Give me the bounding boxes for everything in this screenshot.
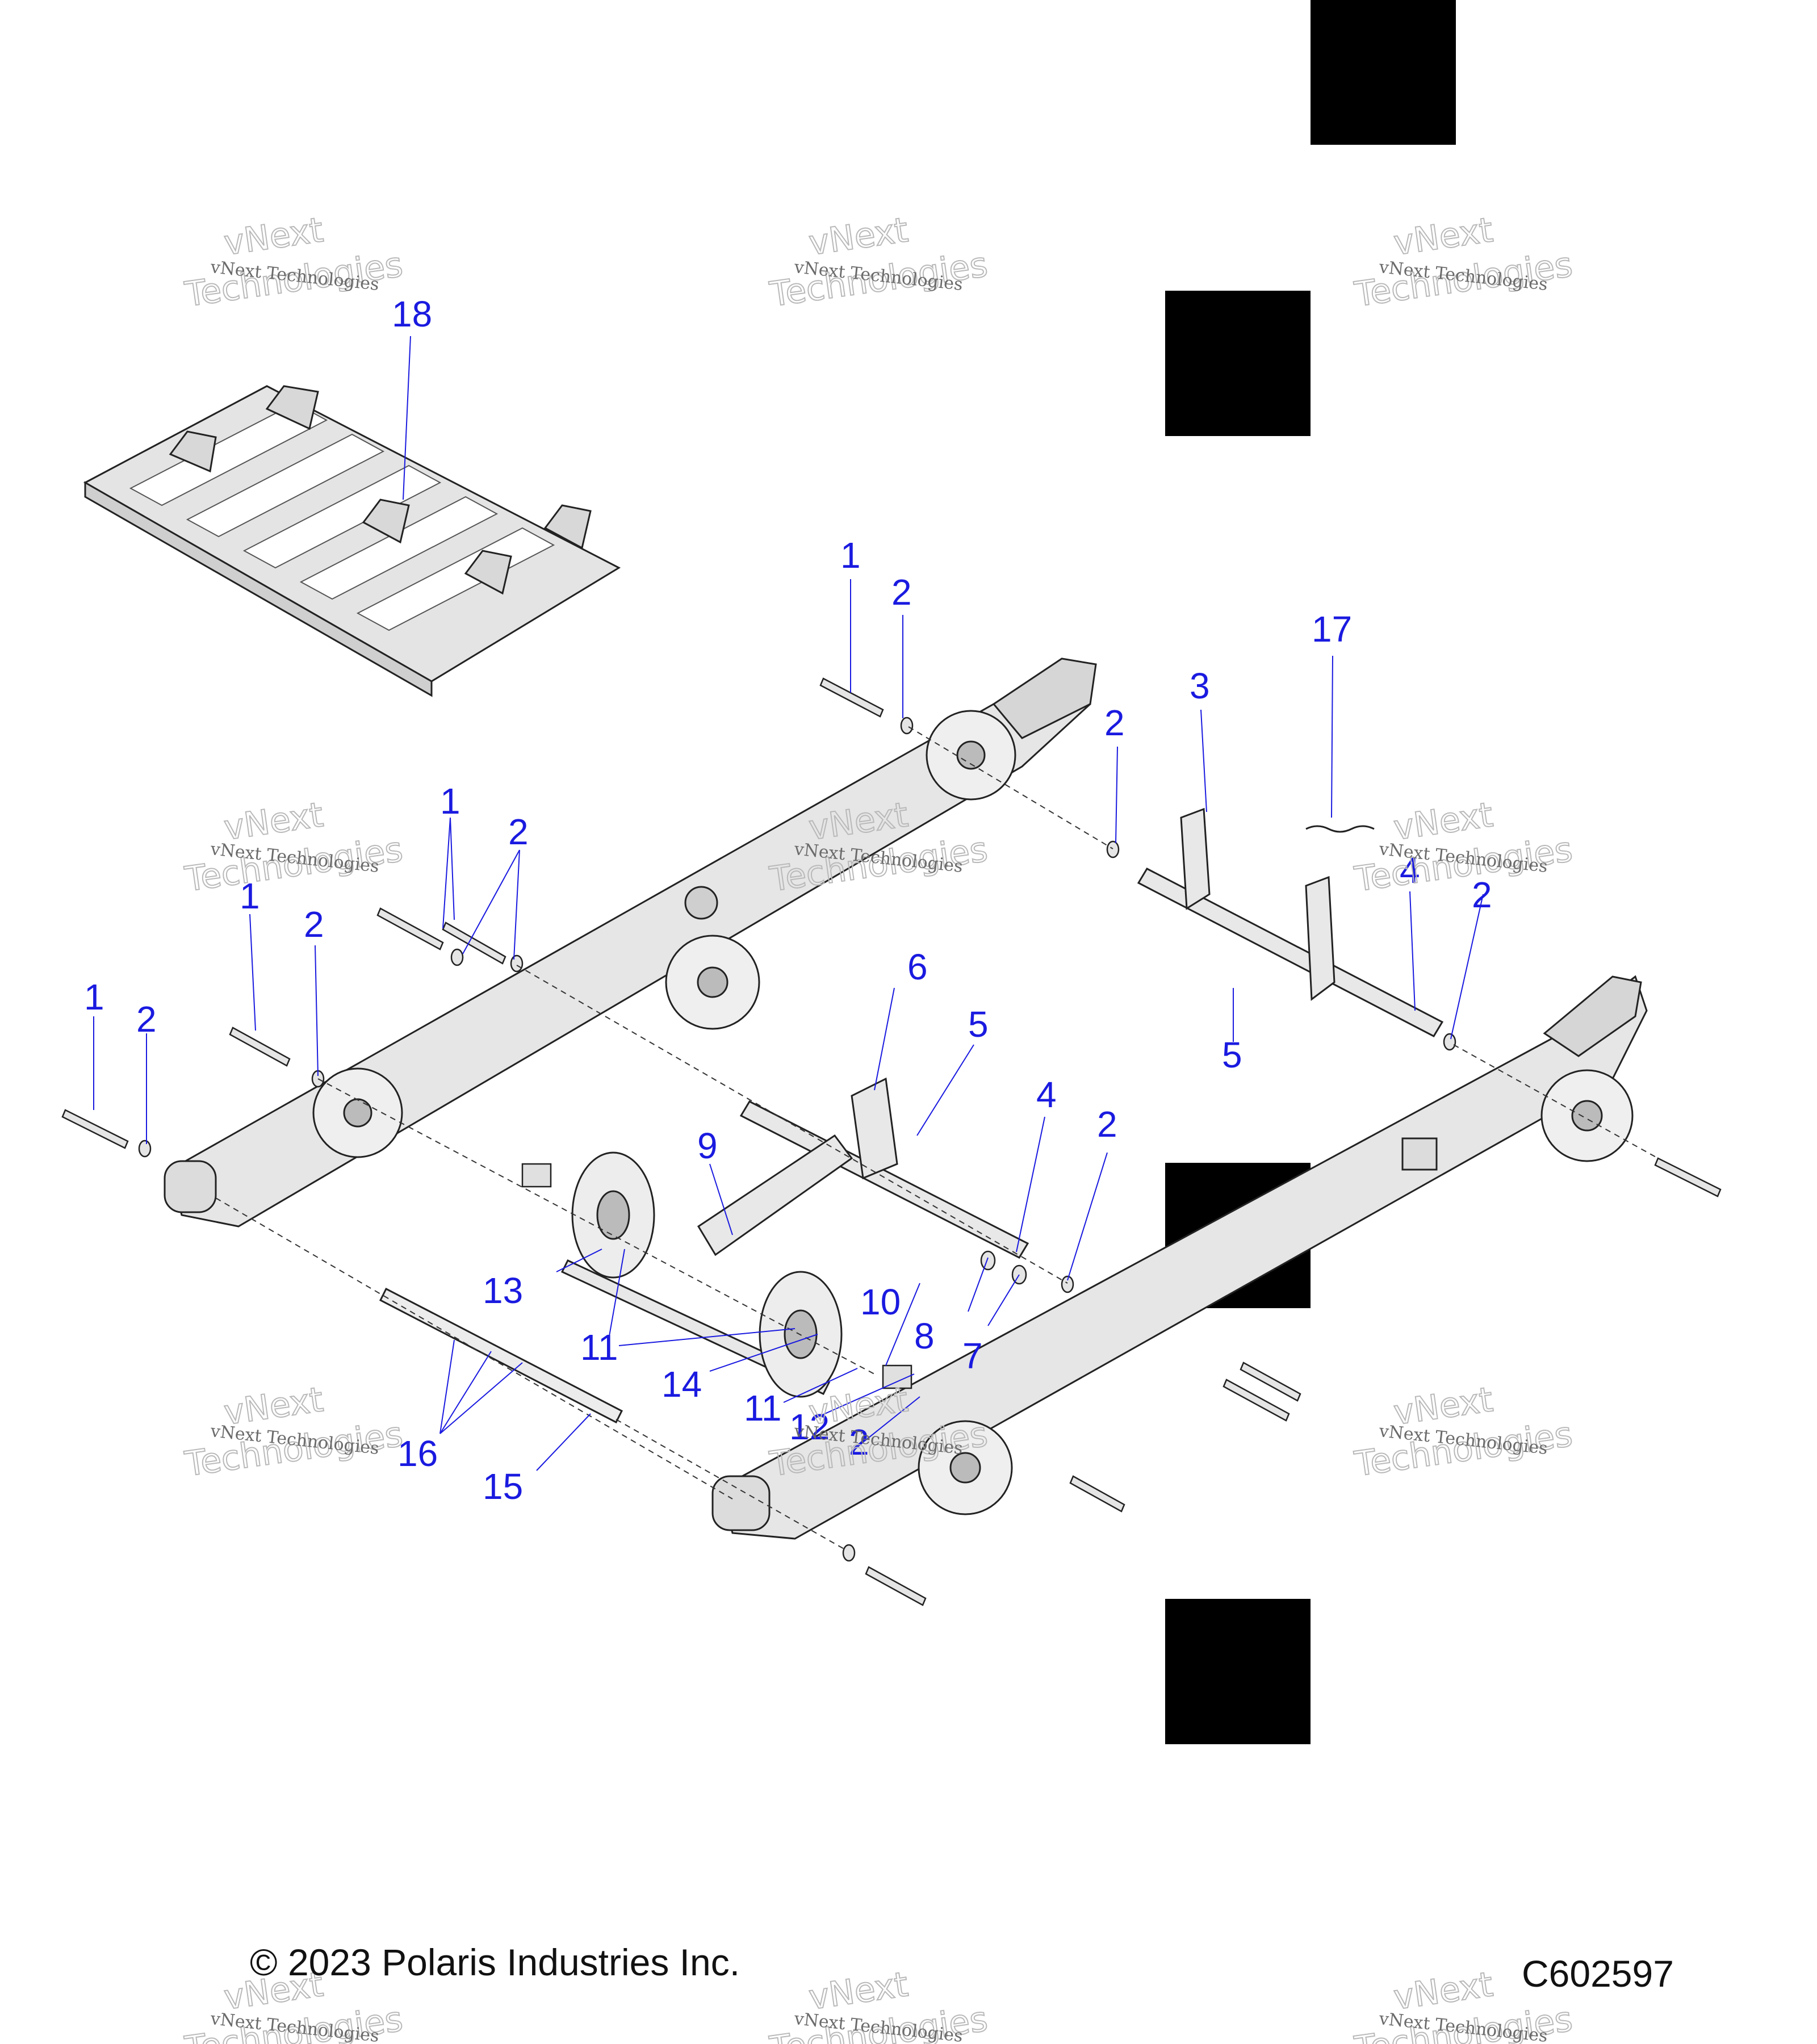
fasteners [61,677,1722,1606]
right-rail-part [711,975,1648,1540]
callout-8: 8 [914,1316,935,1356]
front-shaft-part [379,1287,623,1424]
callout-7: 7 [962,1335,983,1376]
callout-1: 1 [84,977,104,1017]
watermark-big-top: vNext [806,210,910,263]
left-rail-part [164,657,1097,1228]
callout-11: 11 [580,1327,618,1368]
watermark-big-top: vNext [806,1965,910,2018]
callout-18: 18 [392,294,432,334]
callout-16: 16 [397,1433,438,1474]
rear-axle-part [1137,807,1444,1037]
callout-14: 14 [662,1364,702,1405]
callout-2: 2 [508,811,529,852]
watermark-big-top: vNext [1391,795,1495,848]
callout-2: 2 [891,572,912,613]
callout-5: 5 [968,1004,989,1045]
track-part [83,385,621,697]
copyright-notice: © 2023 Polaris Industries Inc. [250,1941,740,1983]
callout-2: 2 [1097,1104,1117,1145]
watermark: vNext Technologies [182,1964,405,2044]
callout-2: 2 [1472,874,1492,915]
callout-2: 2 [849,1422,869,1463]
callout-4: 4 [1036,1074,1057,1115]
callout-10: 10 [860,1281,901,1322]
middle-arm-part [560,1077,1029,1395]
watermark: vNext Technologies [182,794,405,900]
drawing-number: C602597 [1522,1953,1674,1995]
watermark-big-top: vNext [221,210,325,263]
callout-15: 15 [483,1466,523,1507]
callout-17: 17 [1312,609,1352,650]
watermark-big-top: vNext [1391,210,1495,263]
callout-3: 3 [1190,665,1210,706]
assembly-lines [215,726,1659,1551]
callout-5: 5 [1222,1034,1242,1075]
watermark: vNext Technologies [182,210,405,315]
callout-2: 2 [1104,702,1125,743]
callout-13: 13 [483,1270,523,1311]
watermark-big-top: vNext [1391,1965,1495,2018]
callout-9: 9 [697,1125,718,1166]
callout-11: 11 [744,1388,781,1429]
callout-1: 1 [840,535,861,576]
callout-1: 1 [440,781,460,822]
callout-12: 12 [789,1406,830,1447]
redaction-block [1165,291,1311,436]
callouts: 18 1 2 17 3 2 1 2 4 2 1 2 5 1 2 6 5 4 2 … [84,294,1492,1507]
callout-2: 2 [136,999,157,1040]
redaction-block [1311,0,1456,145]
watermark: vNext Technologies [182,1379,405,1485]
callout-2: 2 [304,904,324,945]
callout-6: 6 [907,946,928,987]
callout-1: 1 [240,876,260,916]
redaction-block [1165,1599,1311,1744]
watermark-big-top: vNext [221,795,325,848]
leader-lines [93,336,1484,1471]
callout-4: 4 [1400,850,1420,891]
